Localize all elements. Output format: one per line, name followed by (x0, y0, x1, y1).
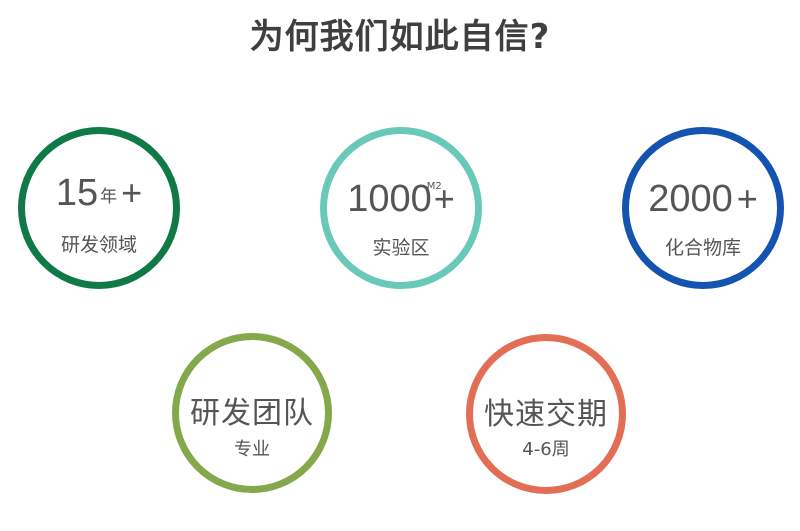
page-title: 为何我们如此自信? (249, 17, 551, 57)
stat-label: 实验区 (372, 237, 430, 259)
stat-plus: + (736, 178, 758, 219)
stat-plus: + (121, 172, 143, 213)
stat-value: 2000+ (629, 178, 777, 221)
stat-label: 专业 (234, 439, 270, 460)
stat-number: 2000 (648, 178, 733, 220)
stat-value: 研发团队 (190, 396, 314, 431)
stat-unit: 年 (100, 187, 118, 207)
stat-circle-rd-team: 研发团队 专业 (172, 333, 332, 493)
stat-circle-fast-delivery: 快速交期 4-6周 (466, 334, 626, 494)
stat-label: 研发领域 (60, 234, 137, 256)
stat-circle-lab-area: 1000M2+ 实验区 (320, 127, 482, 289)
stat-label: 化合物库 (664, 237, 741, 259)
stat-circle-compound-library: 2000+ 化合物库 (622, 127, 784, 289)
stat-number: 1000 (347, 178, 432, 220)
stat-value: 1000M2+ (347, 178, 455, 220)
stat-plus: + (433, 178, 455, 219)
stat-value: 快速交期 (484, 397, 608, 432)
stat-label: 4-6周 (522, 439, 570, 460)
stat-number: 15 (55, 172, 99, 214)
